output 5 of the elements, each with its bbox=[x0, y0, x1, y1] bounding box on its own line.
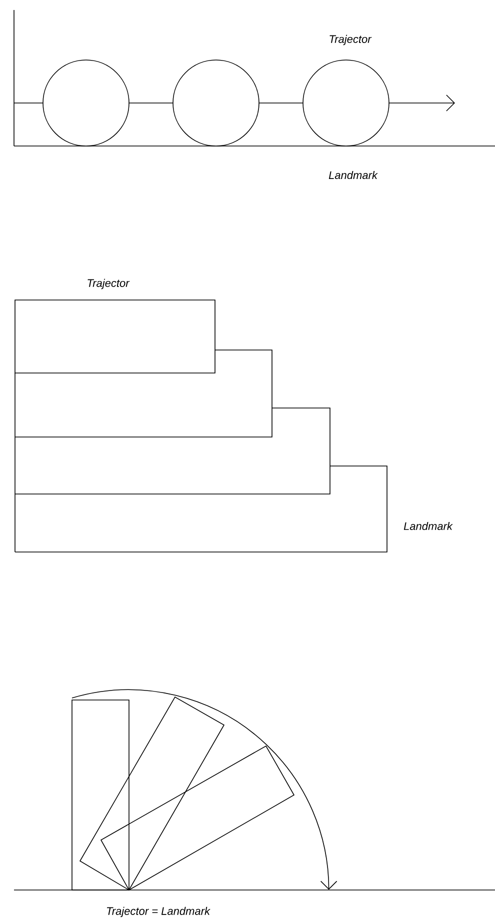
label: Trajector bbox=[330, 34, 372, 46]
label: Landmark bbox=[328, 170, 378, 180]
label: Trajector = Landmark bbox=[106, 906, 210, 918]
label: Landmark bbox=[404, 522, 453, 530]
label: Trajector bbox=[88, 278, 130, 290]
